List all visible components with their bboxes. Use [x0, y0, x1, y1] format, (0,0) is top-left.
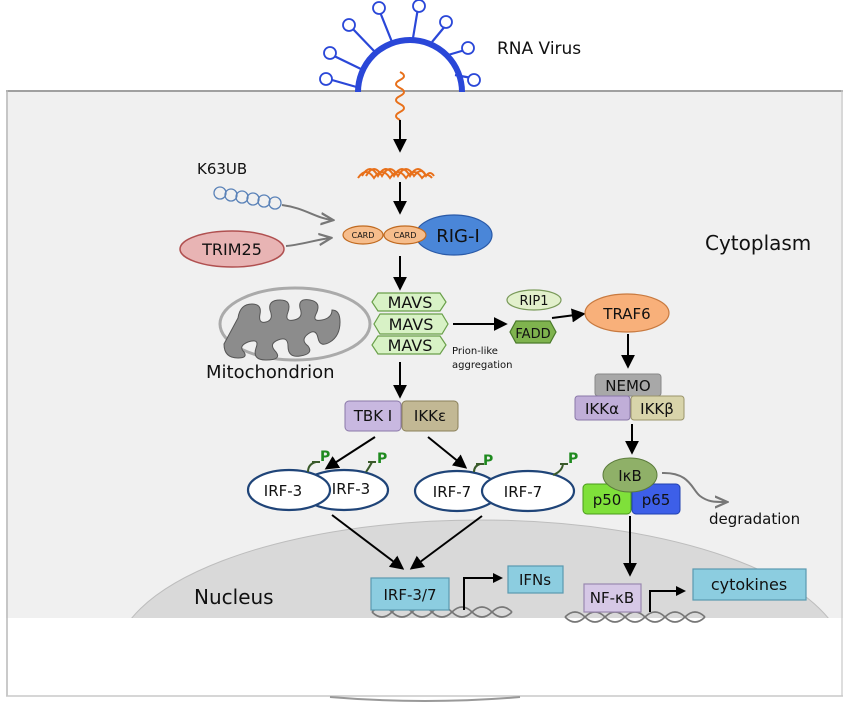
ubiquitin-chain-icon — [213, 186, 282, 210]
arrow-tbk1-irf3 — [324, 436, 376, 470]
mavs-node-1 — [371, 292, 447, 312]
rip1-label: RIP1 — [520, 294, 549, 309]
p65-label: p65 — [642, 491, 671, 509]
transcription-arrow-cytokines — [649, 586, 686, 612]
card-domain-2 — [383, 225, 427, 245]
arrow-ikb-degradation — [661, 471, 726, 502]
mavs-stack: MAVS MAVS MAVS — [371, 292, 449, 355]
ikk-beta-label: IKKβ — [640, 400, 674, 418]
arrow-irf7-nucleus — [409, 515, 483, 570]
irf7-label-2: IRF-7 — [504, 483, 542, 501]
mavs-label-2: MAVS — [389, 315, 434, 334]
arrow-irf3-nucleus — [331, 514, 405, 570]
mavs-node-2 — [373, 313, 449, 335]
trim25-node — [179, 230, 285, 268]
p65-node — [631, 483, 681, 515]
tbk1-node — [344, 400, 402, 432]
nemo-label: NEMO — [605, 377, 650, 395]
fadd-label: FADD — [515, 327, 550, 342]
ikk-alpha-node — [574, 395, 631, 421]
arrow-fadd-traf6 — [551, 308, 586, 323]
mavs-node-3 — [371, 335, 447, 355]
dsrna-icon — [357, 168, 435, 180]
phospho-label-3: P — [483, 453, 493, 469]
mavs-label-1: MAVS — [388, 293, 433, 312]
nucleus — [131, 519, 829, 618]
nucleus-label: Nucleus — [194, 585, 274, 609]
ikke-node — [401, 400, 459, 432]
ifns-node — [507, 565, 564, 594]
ifns-label: IFNs — [519, 571, 551, 589]
cytokines-node — [692, 568, 807, 601]
ikb-node — [602, 457, 658, 493]
cytoplasm-label: Cytoplasm — [705, 231, 811, 255]
ikb-label: IκB — [618, 467, 642, 485]
ikk-beta-node — [630, 395, 685, 421]
mitochondrion-icon — [218, 286, 372, 362]
phospho-label-4: P — [568, 451, 578, 467]
arrow-ikke-irf7 — [427, 436, 468, 469]
prion-label-1: Prion-like — [452, 346, 498, 357]
traf6-label: TRAF6 — [602, 305, 650, 323]
card-domain-1 — [342, 225, 384, 245]
viral-rna-icon — [395, 71, 405, 121]
irf3-dimer: IRF-3 IRF-3 — [246, 468, 390, 512]
mitochondrion-label: Mitochondrion — [206, 362, 335, 383]
cytokines-label: cytokines — [711, 575, 787, 594]
arrow-k63ub — [281, 204, 332, 220]
irf3-label-1: IRF-3 — [264, 482, 302, 500]
rip1-node — [506, 289, 562, 311]
p50-label: p50 — [593, 491, 622, 509]
mavs-label-3: MAVS — [388, 336, 433, 355]
card-label-1: CARD — [352, 231, 375, 240]
nfkb-label: NF-κB — [590, 589, 634, 607]
degradation-label: degradation — [709, 510, 800, 528]
traf6-node — [584, 293, 670, 333]
card-label-2: CARD — [394, 231, 417, 240]
fadd-node — [509, 320, 557, 344]
trim25-label: TRIM25 — [201, 240, 262, 259]
irf37-label: IRF-3/7 — [383, 586, 436, 604]
nfkb-node — [583, 583, 642, 613]
transcription-arrow-ifn — [463, 573, 503, 610]
arrow-trim25 — [285, 238, 330, 247]
prion-label-2: aggregation — [452, 360, 513, 371]
ikk-alpha-label: IKKα — [585, 400, 619, 418]
virus-label: RNA Virus — [497, 39, 581, 59]
irf3-label-2: IRF-3 — [332, 480, 370, 498]
rna-virus-icon — [319, 0, 481, 93]
rigi-label: RIG-I — [436, 226, 480, 247]
phospho-label-1: P — [320, 449, 330, 465]
irf37-node — [370, 577, 450, 611]
phospho-label-2: P — [377, 451, 387, 467]
irf7-dimer: IRF-7 IRF-7 — [413, 469, 576, 513]
tbk1-label: TBK I — [353, 407, 392, 425]
k63ub-label: K63UB — [197, 160, 247, 178]
irf7-label-1: IRF-7 — [433, 483, 471, 501]
ikke-label: IKKε — [414, 407, 446, 425]
phosphorylation-marks — [307, 461, 568, 476]
